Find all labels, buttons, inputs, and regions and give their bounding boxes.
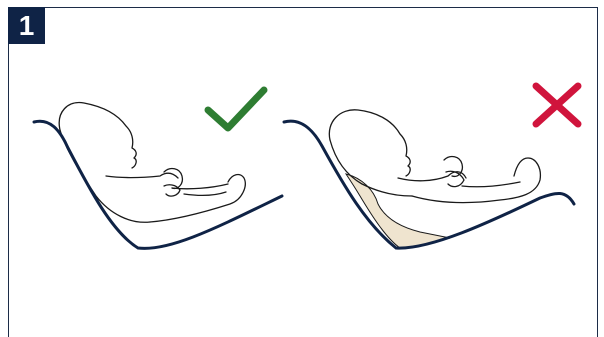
seat-surface-incorrect — [284, 121, 574, 248]
correct-panel — [34, 90, 282, 248]
incorrect-panel — [284, 86, 578, 248]
check-icon — [208, 90, 264, 128]
infant-positioning-illustration — [0, 0, 604, 330]
cross-icon — [536, 86, 578, 124]
